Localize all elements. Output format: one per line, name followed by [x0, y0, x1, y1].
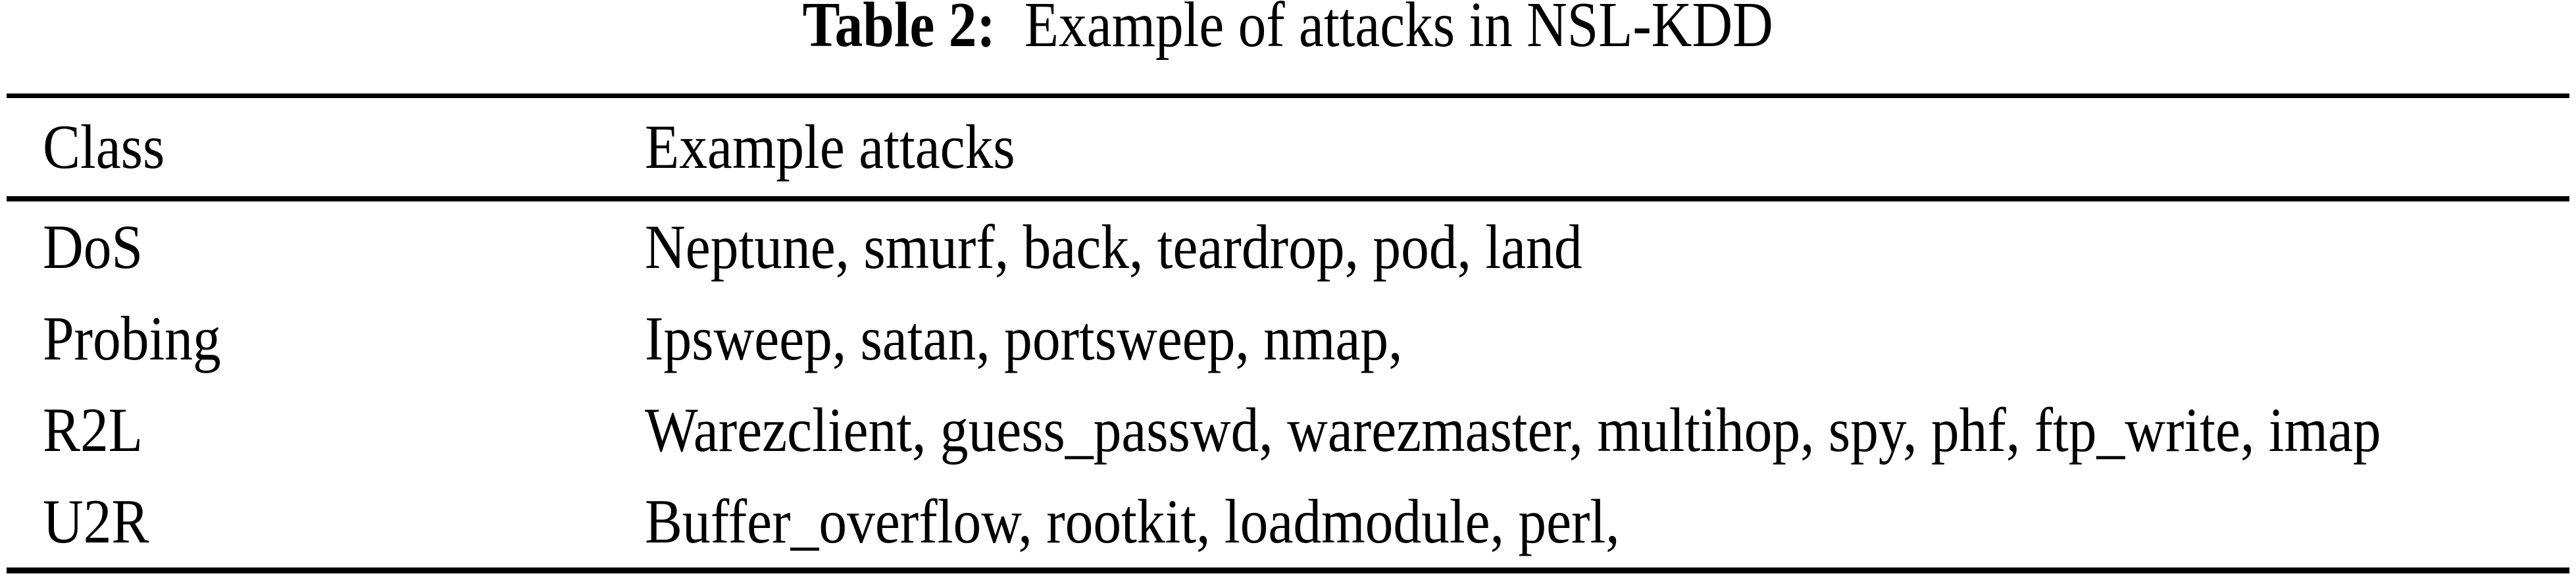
table-caption-label: Table 2:: [802, 0, 996, 60]
attacks-cell: Warezclient, guess_passwd, warezmaster, …: [645, 399, 2569, 461]
table-caption-inner: Table 2: Example of attacks in NSL-KDD: [803, 0, 1773, 57]
class-cell-text: Probing: [43, 303, 221, 373]
attacks-cell-text: Warezclient, guess_passwd, warezmaster, …: [645, 395, 2381, 465]
attacks-cell-text: Ipsweep, satan, portsweep, nmap,: [645, 303, 1403, 373]
table-row-dos: DoS Neptune, smurf, back, teardrop, pod,…: [7, 201, 2569, 293]
table-row-u2r: U2R Buffer_overflow, rootkit, loadmodule…: [7, 476, 2569, 567]
attacks-cell: Neptune, smurf, back, teardrop, pod, lan…: [645, 216, 2569, 278]
table-caption: Table 2: Example of attacks in NSL-KDD: [0, 0, 2576, 57]
column-header-example-attacks-label: Example attacks: [645, 112, 1015, 182]
class-cell-text: U2R: [43, 487, 149, 556]
attacks-cell-text: Buffer_overflow, rootkit, loadmodule, pe…: [645, 487, 1620, 556]
class-cell: DoS: [7, 216, 645, 278]
table-row-probing: Probing Ipsweep, satan, portsweep, nmap,: [7, 293, 2569, 384]
class-cell: Probing: [7, 307, 645, 370]
class-cell: R2L: [7, 399, 645, 461]
table-header-row: Class Example attacks: [7, 98, 2569, 201]
attacks-table: Class Example attacks DoS Neptune, smurf…: [7, 93, 2569, 573]
class-cell: U2R: [7, 490, 645, 553]
class-cell-text: R2L: [43, 395, 143, 465]
attacks-cell-text: Neptune, smurf, back, teardrop, pod, lan…: [645, 212, 1582, 282]
class-cell-text: DoS: [43, 212, 143, 282]
column-header-class: Class: [7, 116, 645, 178]
column-header-class-label: Class: [43, 112, 165, 182]
column-header-example-attacks: Example attacks: [645, 116, 2569, 178]
table-caption-text: Example of attacks in NSL-KDD: [1024, 0, 1774, 60]
attacks-cell: Buffer_overflow, rootkit, loadmodule, pe…: [645, 490, 2569, 553]
attacks-cell: Ipsweep, satan, portsweep, nmap,: [645, 307, 2569, 370]
table-row-r2l: R2L Warezclient, guess_passwd, warezmast…: [7, 384, 2569, 476]
